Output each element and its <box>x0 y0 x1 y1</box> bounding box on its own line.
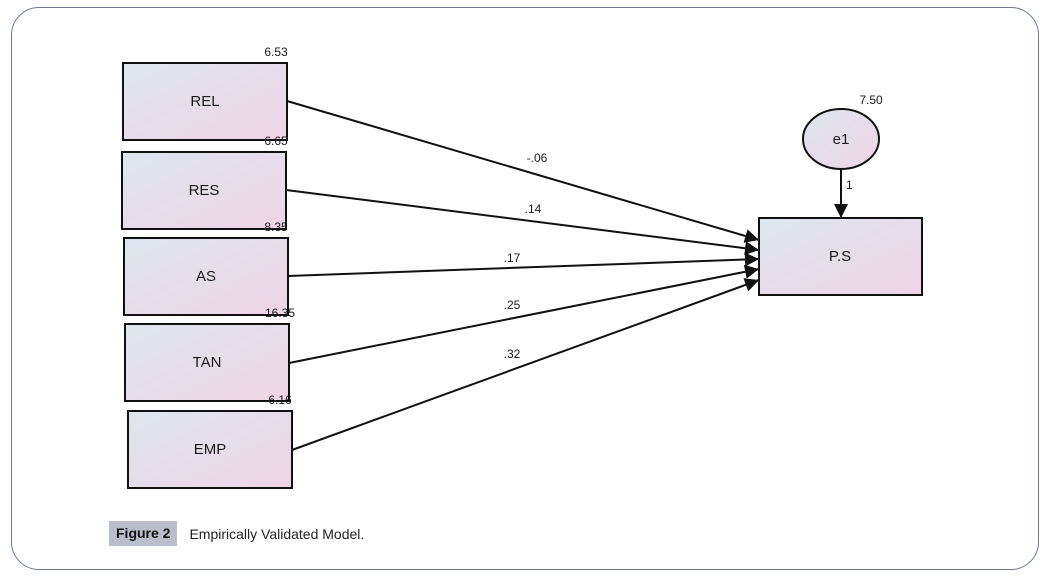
variance-tan: 16.35 <box>265 306 295 320</box>
variance-rel: 6.53 <box>264 45 288 59</box>
node-label-as: AS <box>196 268 216 285</box>
node-label-res: RES <box>189 182 220 199</box>
coef-emp-ps: .32 <box>504 347 521 361</box>
figure-number-badge: Figure 2 <box>109 521 178 546</box>
figure-caption: Figure 2 Empirically Validated Model. <box>109 521 364 546</box>
coef-as-ps: .17 <box>504 251 521 265</box>
node-emp: EMP 6.16 <box>127 393 293 489</box>
variance-emp: 6.16 <box>268 393 292 407</box>
node-ps: P.S <box>758 217 923 296</box>
edge-tan-ps <box>288 264 760 364</box>
node-label-tan: TAN <box>193 354 222 371</box>
node-res: RES 6.65 <box>121 134 288 230</box>
variance-res: 6.65 <box>264 134 288 148</box>
node-tan: TAN 16.35 <box>124 306 295 402</box>
edge-emp-ps <box>291 278 760 451</box>
edge-res-ps <box>285 189 760 256</box>
variance-as: 8.35 <box>264 220 288 234</box>
figure-caption-text: Empirically Validated Model. <box>189 525 365 542</box>
node-label-emp: EMP <box>194 441 227 458</box>
coef-rel-ps: -.06 <box>527 151 548 165</box>
node-rel: REL 6.53 <box>122 45 288 141</box>
edge-rel-ps <box>286 100 760 243</box>
coef-tan-ps: .25 <box>504 298 521 312</box>
coef-e1-ps: 1 <box>846 178 853 192</box>
variance-e1: 7.50 <box>859 93 883 107</box>
edge-as-ps <box>287 252 760 277</box>
node-label-e1: e1 <box>833 131 850 148</box>
node-e1: e1 7.50 1 <box>802 93 883 218</box>
node-label-rel: REL <box>190 93 219 110</box>
coef-res-ps: .14 <box>525 202 542 216</box>
node-label-ps: P.S <box>829 248 851 265</box>
node-as: AS 8.35 <box>123 220 289 316</box>
